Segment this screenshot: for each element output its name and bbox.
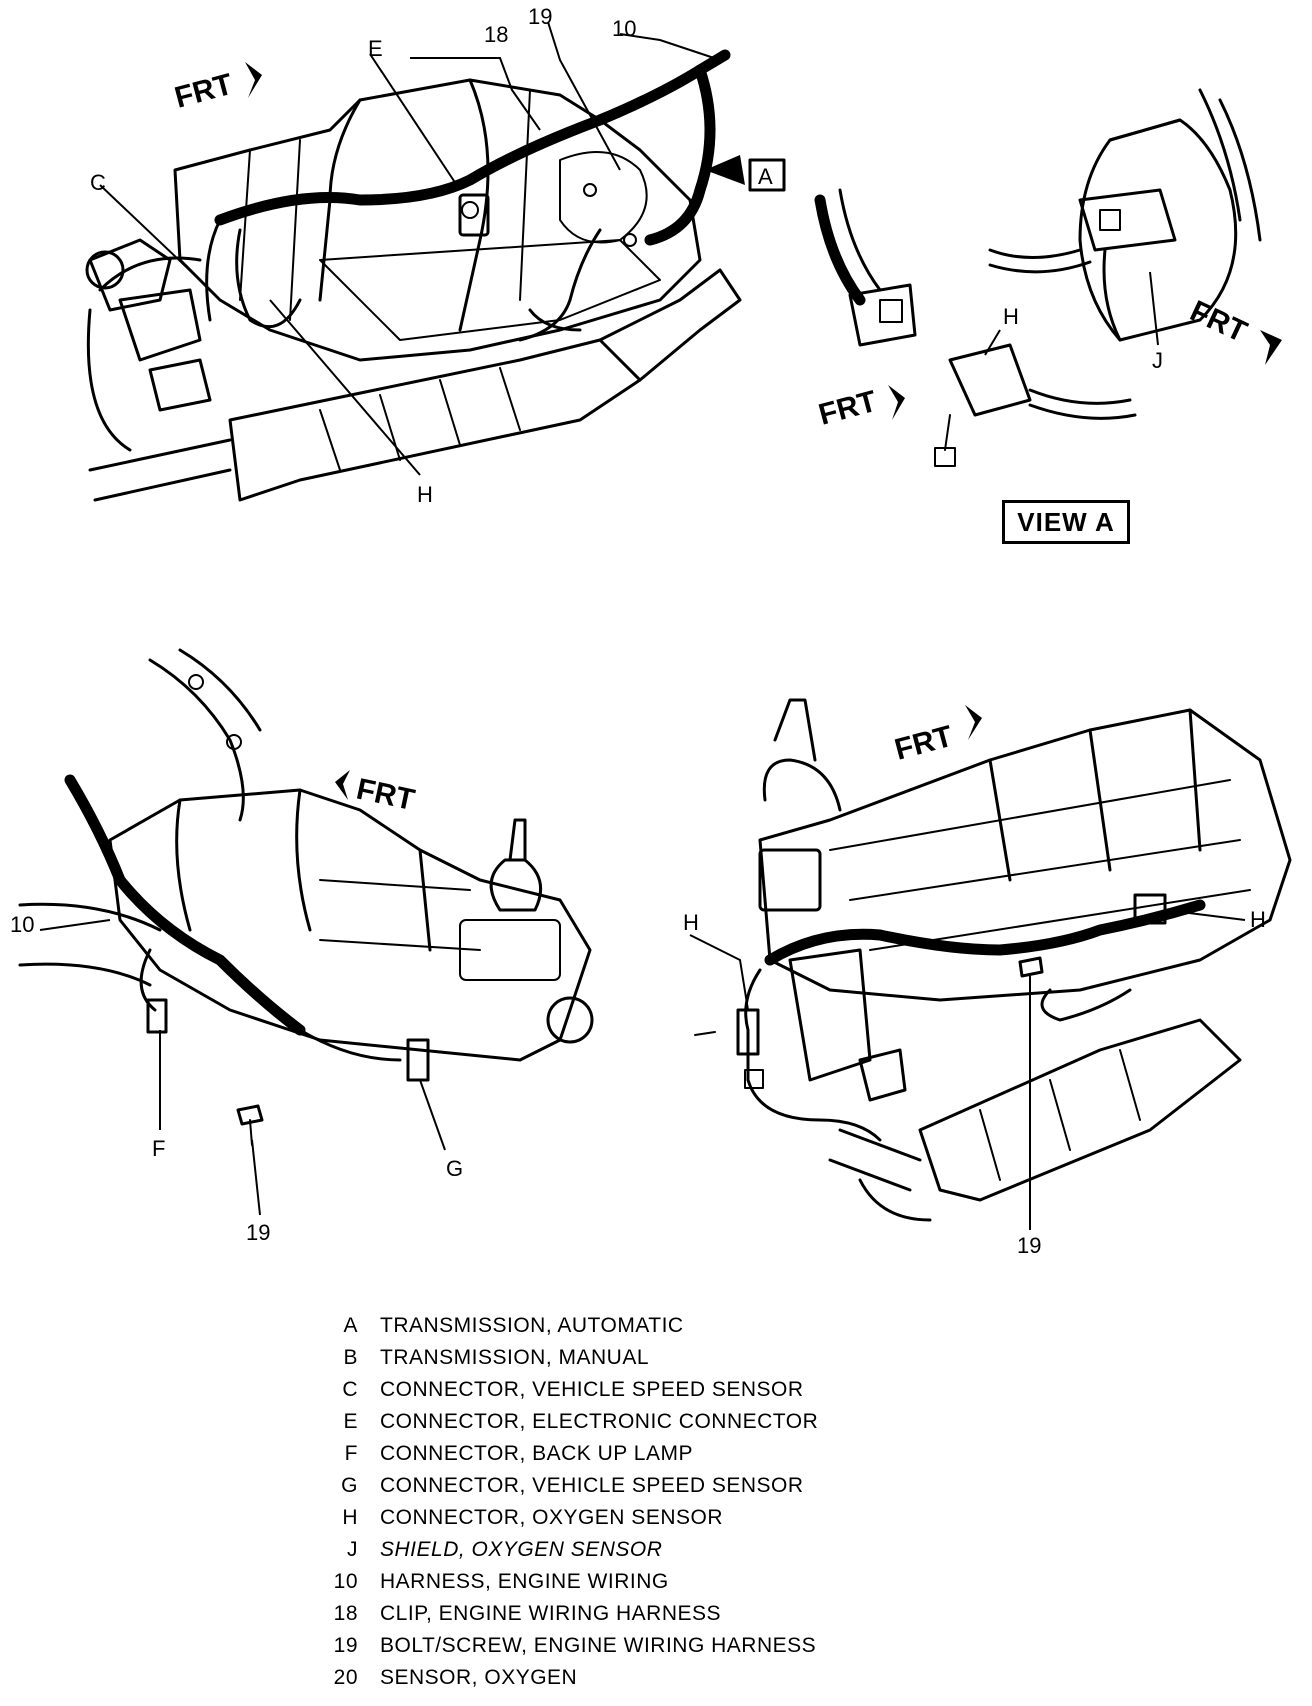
frt-label-top: FRT (171, 68, 236, 115)
legend-text: CLIP, ENGINE WIRING HARNESS (380, 1602, 722, 1625)
callout-j: J (1152, 348, 1163, 373)
view-a-illustration: FRT FRT H J (814, 88, 1282, 467)
legend-key: 10 (333, 1570, 358, 1593)
legend-key: E (343, 1410, 358, 1433)
legend-item: 18 CLIP, ENGINE WIRING HARNESS (328, 1598, 888, 1630)
legend-key: 20 (333, 1666, 358, 1689)
frt-label-view-a-left: FRT (815, 385, 880, 432)
callout-19-top: 19 (528, 4, 552, 29)
callout-h-right-right: H (1250, 907, 1266, 932)
callout-f: F (152, 1136, 165, 1161)
legend-text: CONNECTOR, OXYGEN SENSOR (380, 1506, 723, 1529)
callout-g: G (446, 1156, 463, 1181)
frt-label-right: FRT (891, 720, 956, 767)
callout-10-top: 10 (612, 16, 636, 41)
legend-text: CONNECTOR, ELECTRONIC CONNECTOR (380, 1410, 819, 1433)
callout-10-manual: 10 (10, 912, 34, 937)
legend-key: B (343, 1346, 358, 1369)
legend-key: A (343, 1314, 358, 1337)
callout-c: C (90, 170, 106, 195)
legend-text: HARNESS, ENGINE WIRING (380, 1570, 669, 1593)
legend-text: TRANSMISSION, AUTOMATIC (380, 1314, 684, 1337)
legend-text: CONNECTOR, VEHICLE SPEED SENSOR (380, 1474, 804, 1497)
callout-19-manual: 19 (246, 1220, 270, 1245)
legend-item: 19 BOLT/SCREW, ENGINE WIRING HARNESS (328, 1630, 888, 1662)
callout-19-right: 19 (1017, 1233, 1041, 1258)
legend-key: 18 (333, 1602, 358, 1625)
legend-text: SENSOR, OXYGEN (380, 1666, 578, 1689)
legend-key: 19 (333, 1634, 358, 1657)
legend-text: CONNECTOR, BACK UP LAMP (380, 1442, 693, 1465)
legend: A TRANSMISSION, AUTOMATIC B TRANSMISSION, M… (328, 1310, 888, 1694)
callout-e: E (368, 36, 383, 61)
legend-item: H CONNECTOR, OXYGEN SENSOR (328, 1502, 888, 1534)
legend-item: J SHIELD, OXYGEN SENSOR (328, 1534, 888, 1566)
callout-h-right-left: H (683, 910, 699, 935)
automatic-transmission-illustration: FRT A E 18 19 10 C H (85, 4, 786, 507)
legend-text: TRANSMISSION, MANUAL (380, 1346, 650, 1369)
legend-key: J (347, 1538, 358, 1561)
legend-key: F (344, 1442, 358, 1465)
callout-h-view-a: H (1003, 304, 1019, 329)
frt-label-view-a-right: FRT (1185, 294, 1252, 349)
legend-item: F CONNECTOR, BACK UP LAMP (328, 1438, 888, 1470)
legend-key: H (342, 1506, 358, 1529)
legend-text: BOLT/SCREW, ENGINE WIRING HARNESS (380, 1634, 817, 1657)
legend-key: C (342, 1378, 358, 1401)
callout-h-top: H (417, 482, 433, 507)
right-transmission-illustration: FRT H H 19 (683, 698, 1292, 1258)
legend-item: B TRANSMISSION, MANUAL (328, 1342, 888, 1374)
view-a-title: VIEW A (1002, 500, 1130, 544)
legend-item: E CONNECTOR, ELECTRONIC CONNECTOR (328, 1406, 888, 1438)
legend-item: 20 SENSOR, OXYGEN (328, 1662, 888, 1694)
manual-transmission-illustration: FRT 10 F G 19 (10, 648, 594, 1245)
legend-text: CONNECTOR, VEHICLE SPEED SENSOR (380, 1378, 804, 1401)
legend-key: G (341, 1474, 358, 1497)
callout-18: 18 (484, 22, 508, 47)
legend-item: C CONNECTOR, VEHICLE SPEED SENSOR (328, 1374, 888, 1406)
callout-a: A (758, 164, 773, 189)
legend-item: G CONNECTOR, VEHICLE SPEED SENSOR (328, 1470, 888, 1502)
legend-text: SHIELD, OXYGEN SENSOR (380, 1538, 663, 1561)
legend-item: 10 HARNESS, ENGINE WIRING (328, 1566, 888, 1598)
legend-item: A TRANSMISSION, AUTOMATIC (328, 1310, 888, 1342)
